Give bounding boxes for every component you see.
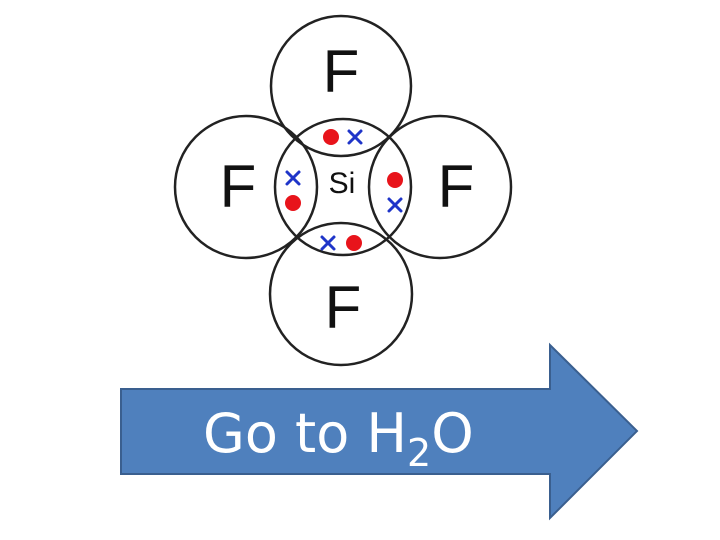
silicon-label: Si bbox=[329, 167, 356, 200]
bottom-fluorine-label: F bbox=[325, 274, 362, 341]
electron-dot bbox=[323, 129, 339, 145]
top-fluorine-label: F bbox=[323, 38, 360, 105]
electron-pair-bottom bbox=[320, 235, 362, 251]
electron-dot bbox=[285, 195, 301, 211]
electron-pair-top bbox=[323, 129, 363, 145]
atom-shells bbox=[173, 14, 513, 367]
silicon-shell bbox=[273, 117, 413, 257]
arrow-shape[interactable] bbox=[120, 342, 639, 521]
right-fluorine-shell bbox=[367, 114, 513, 260]
top-fluorine-shell bbox=[269, 14, 413, 158]
right-fluorine-label: F bbox=[438, 153, 475, 220]
electron-cross bbox=[285, 170, 301, 186]
electron-dot bbox=[387, 172, 403, 188]
electron-cross bbox=[320, 235, 336, 251]
left-fluorine-shell bbox=[173, 114, 319, 260]
electron-dot bbox=[346, 235, 362, 251]
electron-pair-right bbox=[387, 172, 403, 213]
label-prefix[interactable]: Go to H bbox=[203, 402, 407, 465]
electron-cross bbox=[387, 197, 403, 213]
go-to-h2o-label[interactable]: Go to H2O bbox=[203, 402, 474, 475]
label-suffix[interactable]: O bbox=[431, 402, 474, 465]
bottom-fluorine-shell bbox=[268, 221, 414, 367]
label-subscript[interactable]: 2 bbox=[407, 431, 431, 475]
electron-pair-left bbox=[285, 170, 301, 211]
electron-cross bbox=[347, 129, 363, 145]
left-fluorine-label: F bbox=[220, 153, 257, 220]
go-to-h2o-button[interactable]: Go to H2O bbox=[120, 342, 639, 521]
